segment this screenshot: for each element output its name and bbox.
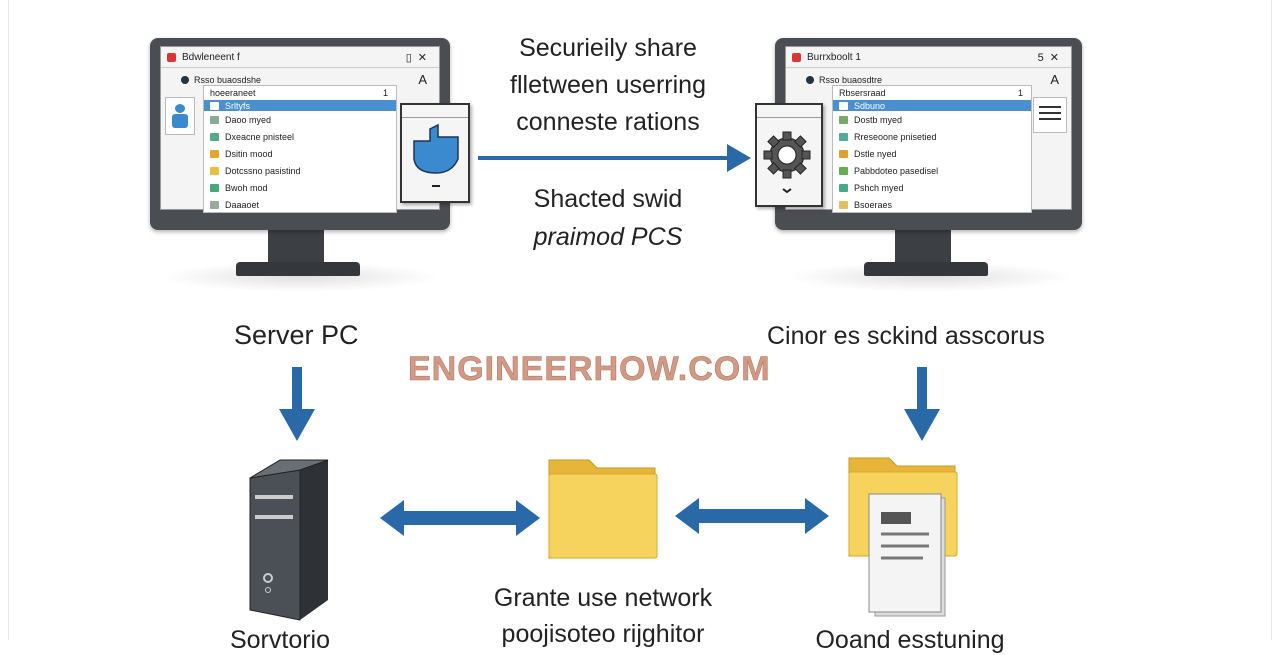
item-label: Dostb myed xyxy=(854,114,903,125)
item-label: Dotcssno pasistind xyxy=(225,165,301,176)
window-subtitle: Rsso buaosdshe xyxy=(194,74,262,85)
file-icon xyxy=(839,183,848,192)
item-label: Pabbdoteo pasedisel xyxy=(854,165,939,176)
monitor-stand xyxy=(895,228,951,266)
list-item[interactable]: Dstle nyed xyxy=(833,145,1031,162)
side-letter: A xyxy=(1050,72,1059,87)
item-label: Rreseoone pnisetied xyxy=(854,131,937,142)
share-popup xyxy=(400,103,470,203)
screen: Burrxboolt 1 5✕ Rsso buaosdtre A Rbsersra… xyxy=(785,46,1072,213)
file-icon xyxy=(210,115,219,124)
close-icon[interactable]: ▯✕ xyxy=(405,51,433,64)
app-icon xyxy=(792,52,801,62)
menu-icon xyxy=(1033,97,1067,133)
item-label: Bwoh mod xyxy=(225,182,268,193)
app-icon xyxy=(167,52,176,62)
down-arrow xyxy=(904,367,940,441)
item-label: Dxeacne pnisteel xyxy=(225,131,295,142)
item-label: Daoo myed xyxy=(225,114,272,125)
item-label: Dsitin mood xyxy=(225,148,273,159)
item-label: Srltyfs xyxy=(225,100,251,111)
monitor-base xyxy=(864,262,988,276)
list-item[interactable]: Bwoh mod xyxy=(204,179,396,196)
file-icon xyxy=(839,132,848,141)
monitor-base xyxy=(236,262,360,276)
list-item[interactable]: Dotcssno pasistind xyxy=(204,162,396,179)
gear-icon xyxy=(763,131,811,194)
client-label: Cinor es sckind asscorus xyxy=(767,322,1045,350)
file-icon xyxy=(839,115,848,124)
server-tower-icon xyxy=(249,459,329,621)
window-title: Bdwleneent f xyxy=(182,51,240,63)
window-subtitle: Rsso buaosdtre xyxy=(819,74,883,85)
monitor-stand xyxy=(268,228,324,266)
list-item[interactable]: Pshch myed xyxy=(833,179,1031,196)
shared-folder-icon xyxy=(548,459,658,559)
list-item[interactable]: Dsitin mood xyxy=(204,145,396,162)
client-bottom-label: Ooand esstuning xyxy=(815,626,1005,654)
user-icon xyxy=(165,97,195,135)
file-icon xyxy=(839,101,848,110)
window-titlebar: Burrxboolt 1 5✕ xyxy=(786,47,1071,68)
diagram-frame xyxy=(8,0,1272,640)
list-item[interactable]: Bsoeraes xyxy=(833,196,1031,213)
file-icon xyxy=(210,166,219,175)
list-item[interactable]: Rreseoone pnisetied xyxy=(833,128,1031,145)
file-icon xyxy=(210,101,219,110)
server-bottom-label: Sorvtorio xyxy=(229,626,331,654)
file-icon xyxy=(210,132,219,141)
list-item[interactable]: Dostb myed xyxy=(833,111,1031,128)
settings-popup xyxy=(755,103,823,207)
thumb-share-icon xyxy=(413,123,459,187)
close-icon[interactable]: 5✕ xyxy=(1037,51,1065,64)
item-label: Pshch myed xyxy=(854,182,904,193)
watermark-logo: ENGINEERHOW.COM xyxy=(408,350,771,389)
down-arrow xyxy=(279,367,315,441)
screen: Bdwleneent f ▯✕ Rsso buaosdshe A hoeerane… xyxy=(160,46,440,213)
app-dot-icon xyxy=(181,75,189,84)
item-label: Daaaoet xyxy=(225,199,260,210)
file-icon xyxy=(839,200,848,209)
server-pc-label: Server PC xyxy=(234,320,359,350)
list-item[interactable]: Pabbdoteo pasedisel xyxy=(833,162,1031,179)
window-titlebar: Bdwleneent f ▯✕ xyxy=(161,47,439,68)
file-icon xyxy=(210,183,219,192)
list-item[interactable]: Daaaoet xyxy=(204,196,396,213)
file-icon xyxy=(210,149,219,158)
bidirectional-arrow xyxy=(380,500,540,536)
bidirectional-arrow xyxy=(675,498,829,534)
list-item[interactable]: Dxeacne pnisteel xyxy=(204,128,396,145)
file-icon xyxy=(210,200,219,209)
list-item[interactable]: Sdbuno xyxy=(833,100,1031,111)
file-icon xyxy=(839,166,848,175)
right-arrow xyxy=(478,144,751,172)
item-label: Bsoeraes xyxy=(854,199,893,210)
side-letter: A xyxy=(418,72,427,87)
app-dot-icon xyxy=(806,75,814,84)
file-icon xyxy=(839,149,848,158)
list-item[interactable]: Srltyfs xyxy=(204,100,396,111)
list-item[interactable]: Daoo myed xyxy=(204,111,396,128)
item-label: Dstle nyed xyxy=(854,148,897,159)
window-title: Burrxboolt 1 xyxy=(807,51,861,63)
folder-document-icon xyxy=(848,457,958,617)
item-label: Sdbuno xyxy=(854,100,886,111)
client-pc-monitor: Burrxboolt 1 5✕ Rsso buaosdtre A Rbsersra… xyxy=(775,38,1082,230)
